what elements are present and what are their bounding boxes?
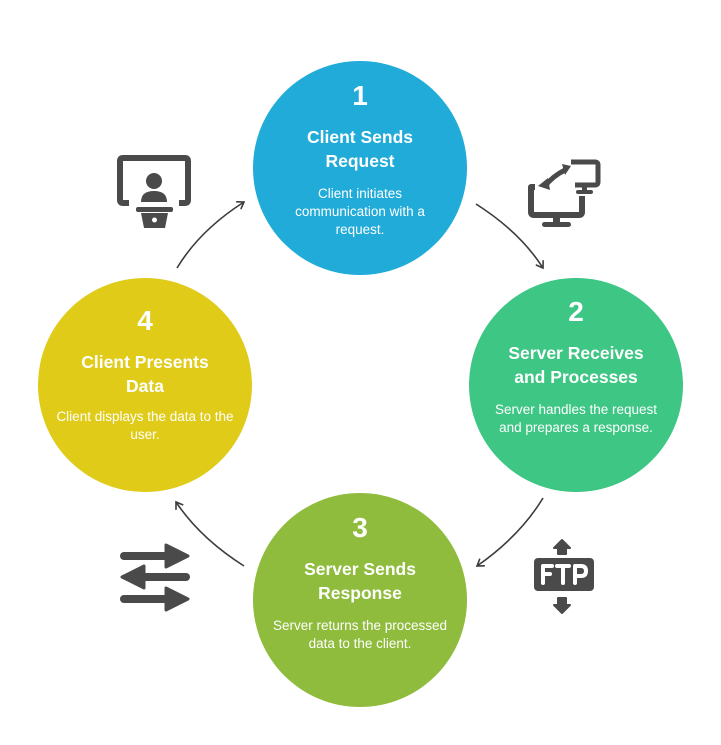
step-4-number: 4 bbox=[137, 305, 153, 336]
step-3-title-line-1: Server Sends bbox=[304, 559, 416, 579]
monitor-transfer-icon bbox=[528, 159, 601, 227]
step-1-number: 1 bbox=[352, 80, 368, 111]
step-1-title-line-1: Client Sends bbox=[307, 127, 413, 147]
step-4-description: Client displays the data to the user. bbox=[56, 409, 234, 442]
step-2-circle: 2 Server Receives and Processes Server h… bbox=[469, 278, 683, 492]
exchange-arrows-icon bbox=[120, 543, 190, 612]
step-1-circle: 1 Client Sends Request Client initiates … bbox=[253, 61, 467, 275]
step-4-title-line-1: Client Presents bbox=[81, 352, 209, 372]
step-2-title-line-2: and Processes bbox=[514, 367, 638, 387]
step-2-description: Server handles the request and prepares … bbox=[494, 402, 658, 435]
step-3-number: 3 bbox=[352, 512, 368, 543]
arrow-3-to-4 bbox=[175, 500, 245, 567]
step-4-title-line-2: Data bbox=[126, 376, 164, 396]
arrow-1-to-2 bbox=[475, 203, 544, 270]
presenter-screen-icon bbox=[117, 155, 191, 228]
step-1-title: Client Sends Request bbox=[263, 125, 457, 173]
arrow-4-to-1 bbox=[176, 201, 246, 269]
step-1-description: Client initiates communication with a re… bbox=[295, 186, 425, 237]
step-4-circle: 4 Client Presents Data Client displays t… bbox=[38, 278, 252, 492]
step-3-description: Server returns the processed data to the… bbox=[272, 618, 448, 651]
step-3-circle: 3 Server Sends Response Server returns t… bbox=[253, 493, 467, 707]
step-2-title: Server Receives and Processes bbox=[479, 341, 673, 389]
ftp-icon bbox=[534, 539, 594, 614]
step-3-title: Server Sends Response bbox=[263, 557, 457, 605]
step-3-title-line-2: Response bbox=[318, 583, 402, 603]
step-2-title-line-1: Server Receives bbox=[508, 343, 644, 363]
step-1-title-line-2: Request bbox=[325, 151, 395, 171]
step-2-number: 2 bbox=[568, 296, 584, 327]
arrow-2-to-3 bbox=[475, 497, 544, 567]
step-4-title: Client Presents Data bbox=[48, 350, 242, 398]
